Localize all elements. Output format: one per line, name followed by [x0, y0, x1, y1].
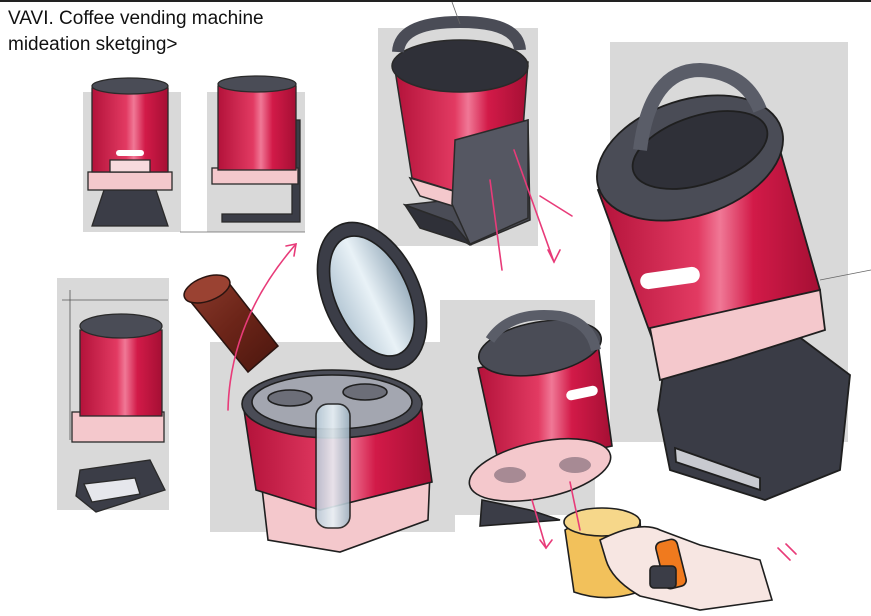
machine-left-lower — [62, 290, 168, 513]
machine-tilted-bottom — [468, 310, 613, 527]
machine-hero-view — [596, 62, 851, 501]
hand-holding-cup — [563, 507, 774, 611]
motion-arrows — [227, 149, 797, 561]
coffee-capsule — [183, 274, 280, 374]
machine-front-view — [87, 77, 173, 227]
construction-lines — [180, 1, 871, 281]
sheet-title: VAVI. Coffee vending machine mideation s… — [8, 8, 264, 55]
top-border — [0, 0, 871, 2]
machine-side-view — [211, 75, 301, 223]
machine-open-lid — [241, 221, 433, 553]
machine-perspective-top — [391, 15, 531, 246]
